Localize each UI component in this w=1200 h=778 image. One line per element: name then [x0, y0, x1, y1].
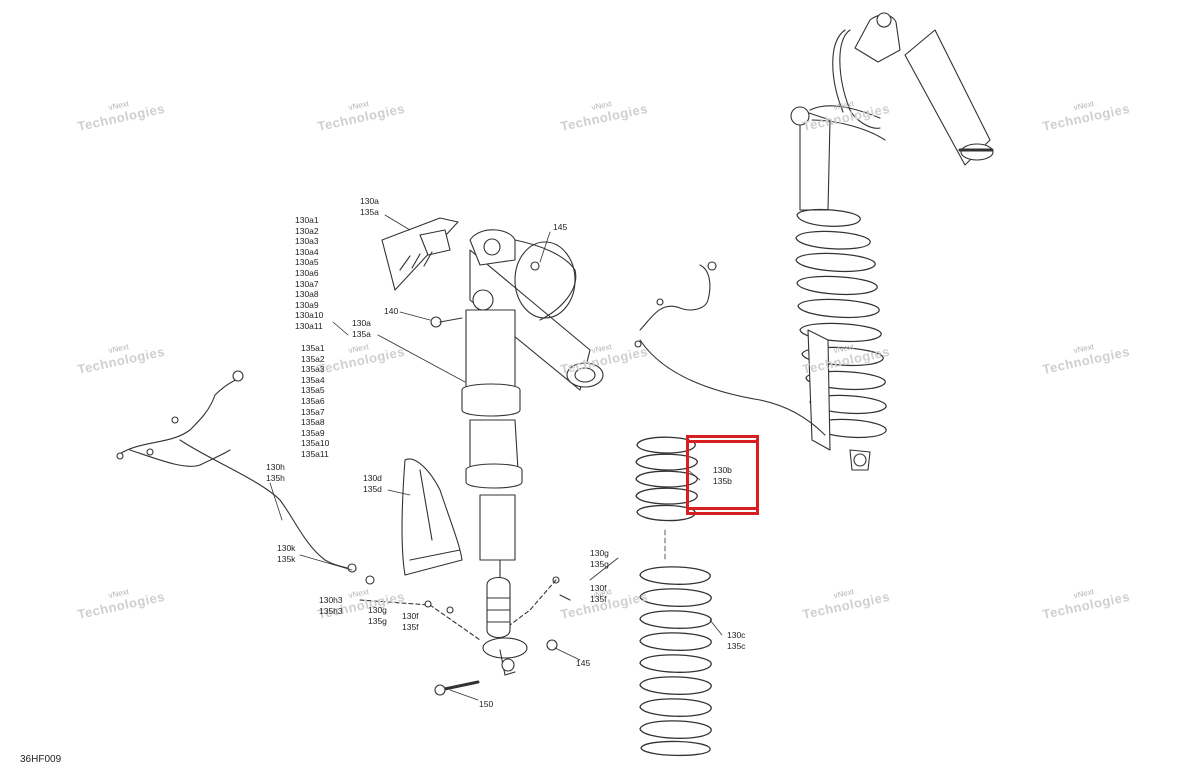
- callout-text: 130h3: [319, 595, 343, 605]
- callout-130g-right: 130g 135g: [590, 548, 609, 569]
- callout-text: 130a1: [295, 215, 319, 225]
- callout-text: 130a6: [295, 267, 319, 278]
- callout-text: 130a9: [295, 299, 319, 310]
- callout-text: 135a7: [301, 406, 325, 417]
- callout-text: 135a: [360, 206, 379, 217]
- small-hardware: [359, 576, 571, 641]
- callout-text: 135d: [363, 483, 382, 494]
- callout-text: 150: [479, 699, 494, 709]
- callout-130f-left: 130f 135f: [402, 611, 419, 632]
- callout-text: 135f: [402, 621, 419, 632]
- callout-text: 130c: [727, 630, 746, 640]
- callout-text: 130a11: [295, 320, 323, 331]
- callout-text: 145: [576, 658, 591, 668]
- callout-list-135a: 135a1 135a2 135a3 135a4 135a5 135a6 135a…: [301, 343, 329, 460]
- spring-lower: [639, 566, 712, 757]
- callout-text: 130g: [590, 548, 609, 558]
- callout-text: 130a10: [295, 310, 324, 321]
- callout-text: 135a10: [301, 438, 330, 449]
- callout-130d: 130d 135d: [363, 473, 382, 494]
- callout-130h: 130h 135h: [266, 462, 285, 483]
- callout-text: 130a: [360, 196, 379, 206]
- callout-text: 135a2: [301, 353, 325, 364]
- callout-text: 135a11: [301, 448, 329, 459]
- shock-guard: [401, 458, 463, 576]
- callout-text: 135a1: [301, 343, 325, 353]
- callout-text: 135g: [590, 558, 609, 569]
- sensor-cable: [639, 339, 826, 436]
- callout-130f-right: 130f 135f: [590, 583, 607, 604]
- callout-130a-top: 130a 135a: [360, 196, 379, 217]
- callout-145-top: 145: [553, 222, 567, 233]
- callout-text: 135h3: [319, 605, 343, 616]
- callout-text: 145: [553, 222, 568, 232]
- callout-130a-mid: 130a 135a: [352, 318, 371, 339]
- callout-text: 135a4: [301, 374, 325, 385]
- callout-text: 130k: [277, 543, 296, 553]
- callout-130c: 130c 135c: [727, 630, 745, 651]
- figure-code: 36HF009: [20, 754, 62, 765]
- wiring-harness-left: [116, 370, 375, 585]
- callout-text: 135g: [368, 615, 387, 626]
- callout-text: 130a2: [295, 225, 319, 236]
- callout-text: 130a5: [295, 257, 319, 268]
- callout-text: 135f: [590, 593, 607, 604]
- callout-text: 135a5: [301, 385, 325, 396]
- leader-lines: [269, 214, 723, 701]
- callout-text: 140: [384, 306, 399, 316]
- callout-text: 130g: [368, 605, 387, 615]
- callout-text: 130a7: [295, 278, 319, 289]
- callout-text: 130d: [363, 473, 382, 483]
- callout-140: 140: [384, 306, 398, 317]
- callout-text: 135b: [713, 475, 732, 486]
- assembled-shock-right: [790, 12, 994, 471]
- callout-130g-left: 130g 135g: [368, 605, 387, 626]
- callout-text: 130a8: [295, 289, 319, 300]
- callout-text: 130h: [266, 462, 285, 472]
- callout-text: 135a9: [301, 427, 325, 438]
- callout-text: 130b: [713, 465, 732, 475]
- highlight-box: [686, 435, 759, 515]
- callout-145-bottom: 145: [576, 658, 590, 669]
- callout-text: 130a3: [295, 236, 319, 247]
- callout-text: 130f: [402, 611, 419, 621]
- callout-text: 135a3: [301, 364, 325, 375]
- callout-130b: 130b 135b: [713, 465, 732, 486]
- callout-130h3: 130h3 135h3: [319, 595, 343, 616]
- callout-130k: 130k 135k: [277, 543, 295, 564]
- callout-text: 135h: [266, 472, 285, 483]
- callout-text: 135c: [727, 640, 746, 651]
- spring-upper: [635, 436, 698, 522]
- exploded-shock-center: [430, 229, 604, 696]
- sensor-bracket: [381, 217, 459, 291]
- callout-150: 150: [479, 699, 493, 710]
- callout-text: 135k: [277, 553, 296, 564]
- callout-text: 130a: [352, 318, 371, 328]
- sensor-cable-upper: [639, 264, 711, 331]
- callout-list-130a: 130a1 130a2 130a3 130a4 130a5 130a6 130a…: [295, 215, 323, 332]
- callout-text: 135a: [352, 328, 371, 339]
- callout-text: 135a6: [301, 395, 325, 406]
- callout-text: 130a4: [295, 246, 319, 257]
- callout-text: 135a8: [301, 417, 325, 428]
- callout-text: 130f: [590, 583, 607, 593]
